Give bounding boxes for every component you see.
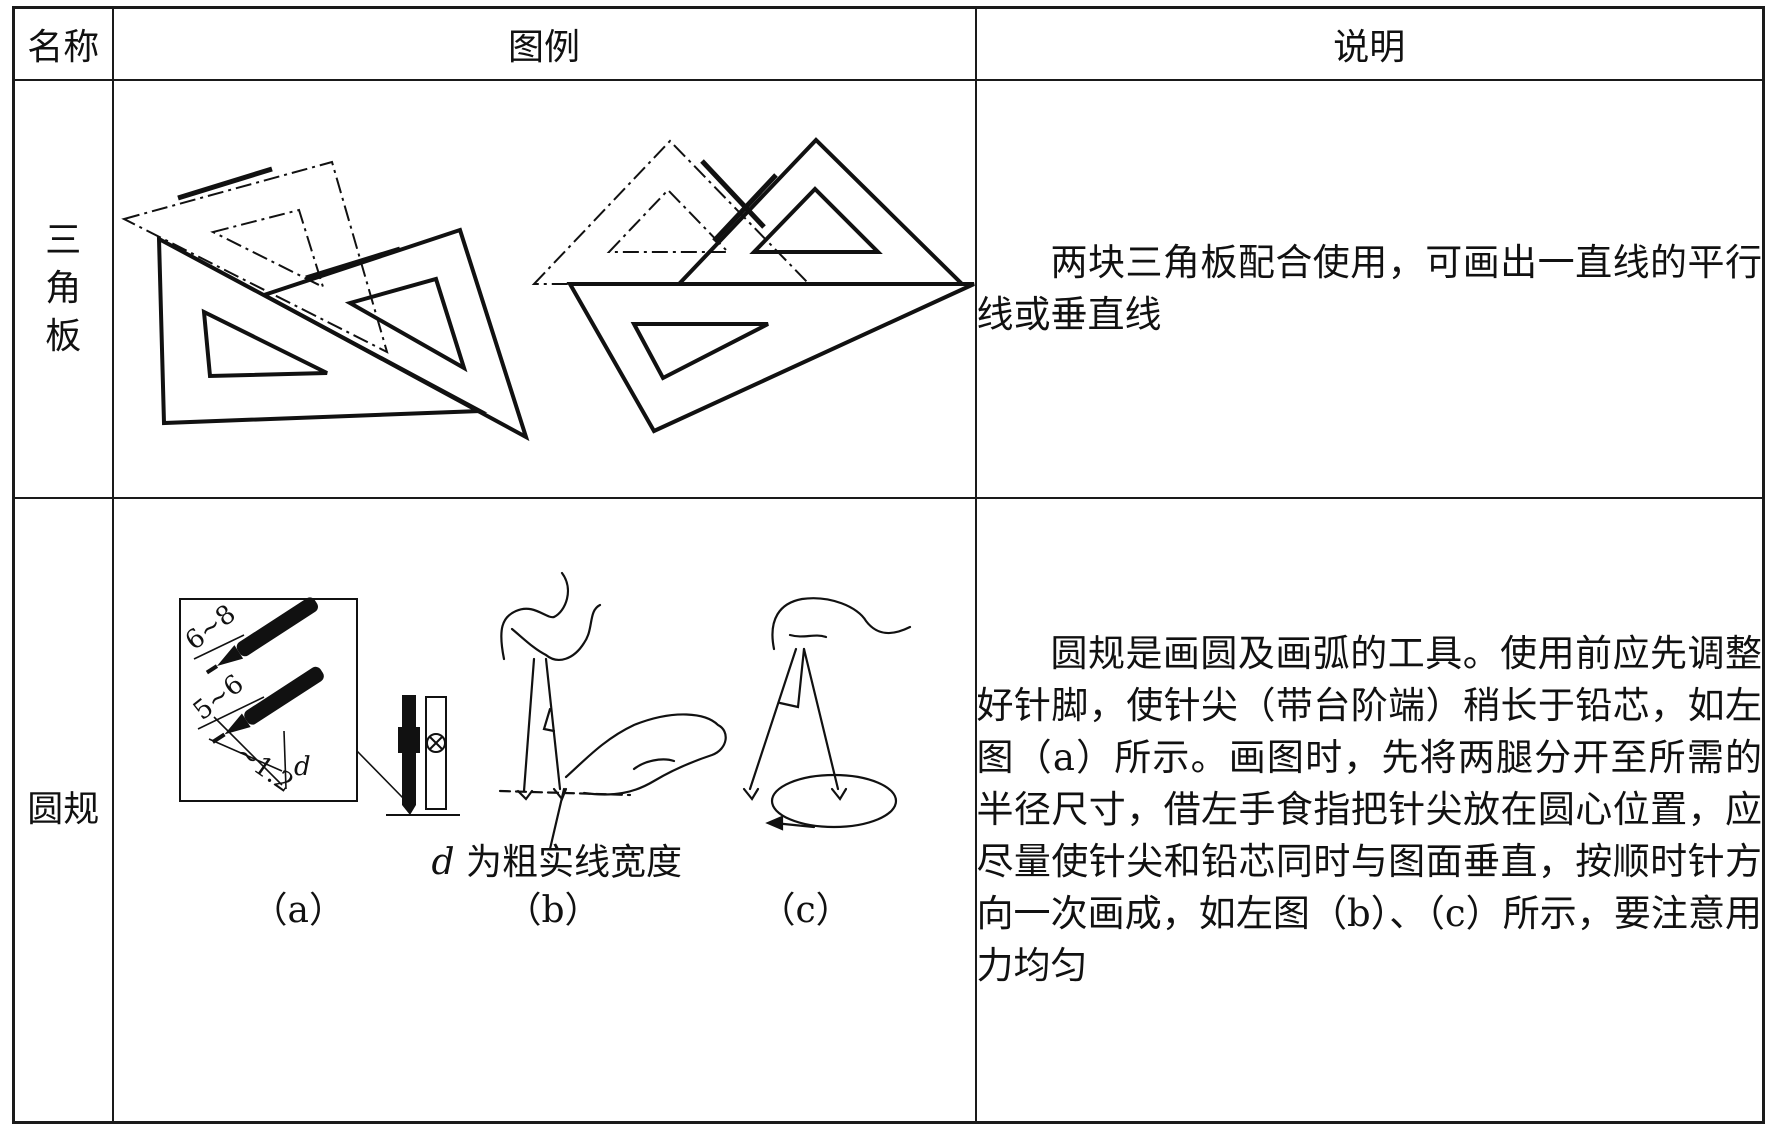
set-square-solid-left bbox=[156, 227, 529, 442]
row-name-text: 三角板 bbox=[45, 220, 82, 357]
table-row-set-square: 三角板 bbox=[12, 79, 1765, 499]
description-text: 圆规是画圆及画弧的工具。使用前应先调整好针脚，使针尖（带台阶端）稍长于铅芯，如左… bbox=[976, 632, 1763, 987]
annotation-line-width: d 为粗实线宽度 bbox=[432, 833, 683, 885]
compass-usage-b bbox=[498, 571, 727, 851]
row-name-text: 圆规 bbox=[27, 789, 100, 830]
dim-label-d: d bbox=[294, 752, 311, 782]
header-name: 名称 bbox=[12, 6, 114, 81]
row-description-set-square: 两块三角板配合使用，可画出一直线的平行线或垂直线 bbox=[974, 79, 1765, 499]
compass-lead-detail: 6~8 5~6 ~1.2 d bbox=[178, 597, 405, 802]
dim-label-3: ~1.2 bbox=[229, 738, 298, 799]
reference-table-page: 名称 图例 说明 三角板 bbox=[12, 6, 1765, 1124]
drawing-tools-table: 名称 图例 说明 三角板 bbox=[12, 6, 1765, 1124]
row-name-set-square: 三角板 bbox=[12, 79, 114, 499]
compass-illustration: 6~8 5~6 ~1.2 d bbox=[178, 571, 911, 851]
row-name-compass: 圆规 bbox=[12, 497, 114, 1124]
header-description: 说明 bbox=[974, 6, 1765, 81]
description-text: 两块三角板配合使用，可画出一直线的平行线或垂直线 bbox=[976, 241, 1763, 336]
annotation-d: d bbox=[431, 842, 455, 883]
caption-b: （b） bbox=[505, 890, 601, 931]
figure-set-squares bbox=[111, 79, 977, 499]
caption-a: （a） bbox=[251, 890, 345, 931]
lead-holder-upper bbox=[205, 597, 318, 675]
header-figure: 图例 bbox=[111, 6, 977, 81]
table-row-compass: 圆规 bbox=[12, 497, 1765, 1124]
set-squares-illustration bbox=[120, 137, 975, 442]
dimension-lines bbox=[193, 634, 287, 790]
edge-marks-right bbox=[699, 159, 778, 243]
compass-legs-detail bbox=[385, 695, 460, 816]
table-header-row: 名称 图例 说明 bbox=[12, 6, 1765, 81]
compass-usage-c bbox=[742, 597, 911, 831]
set-square-dashed-right bbox=[531, 139, 811, 285]
caption-c: （c） bbox=[759, 890, 852, 931]
figure-compasses: 6~8 5~6 ~1.2 d bbox=[111, 497, 977, 1124]
edge-marks-left bbox=[176, 166, 401, 281]
annotation-text: 为粗实线宽度 bbox=[454, 842, 682, 883]
set-square-dashed-left bbox=[120, 160, 389, 354]
row-description-compass: 圆规是画圆及画弧的工具。使用前应先调整好针脚，使针尖（带台阶端）稍长于铅芯，如左… bbox=[974, 497, 1765, 1124]
